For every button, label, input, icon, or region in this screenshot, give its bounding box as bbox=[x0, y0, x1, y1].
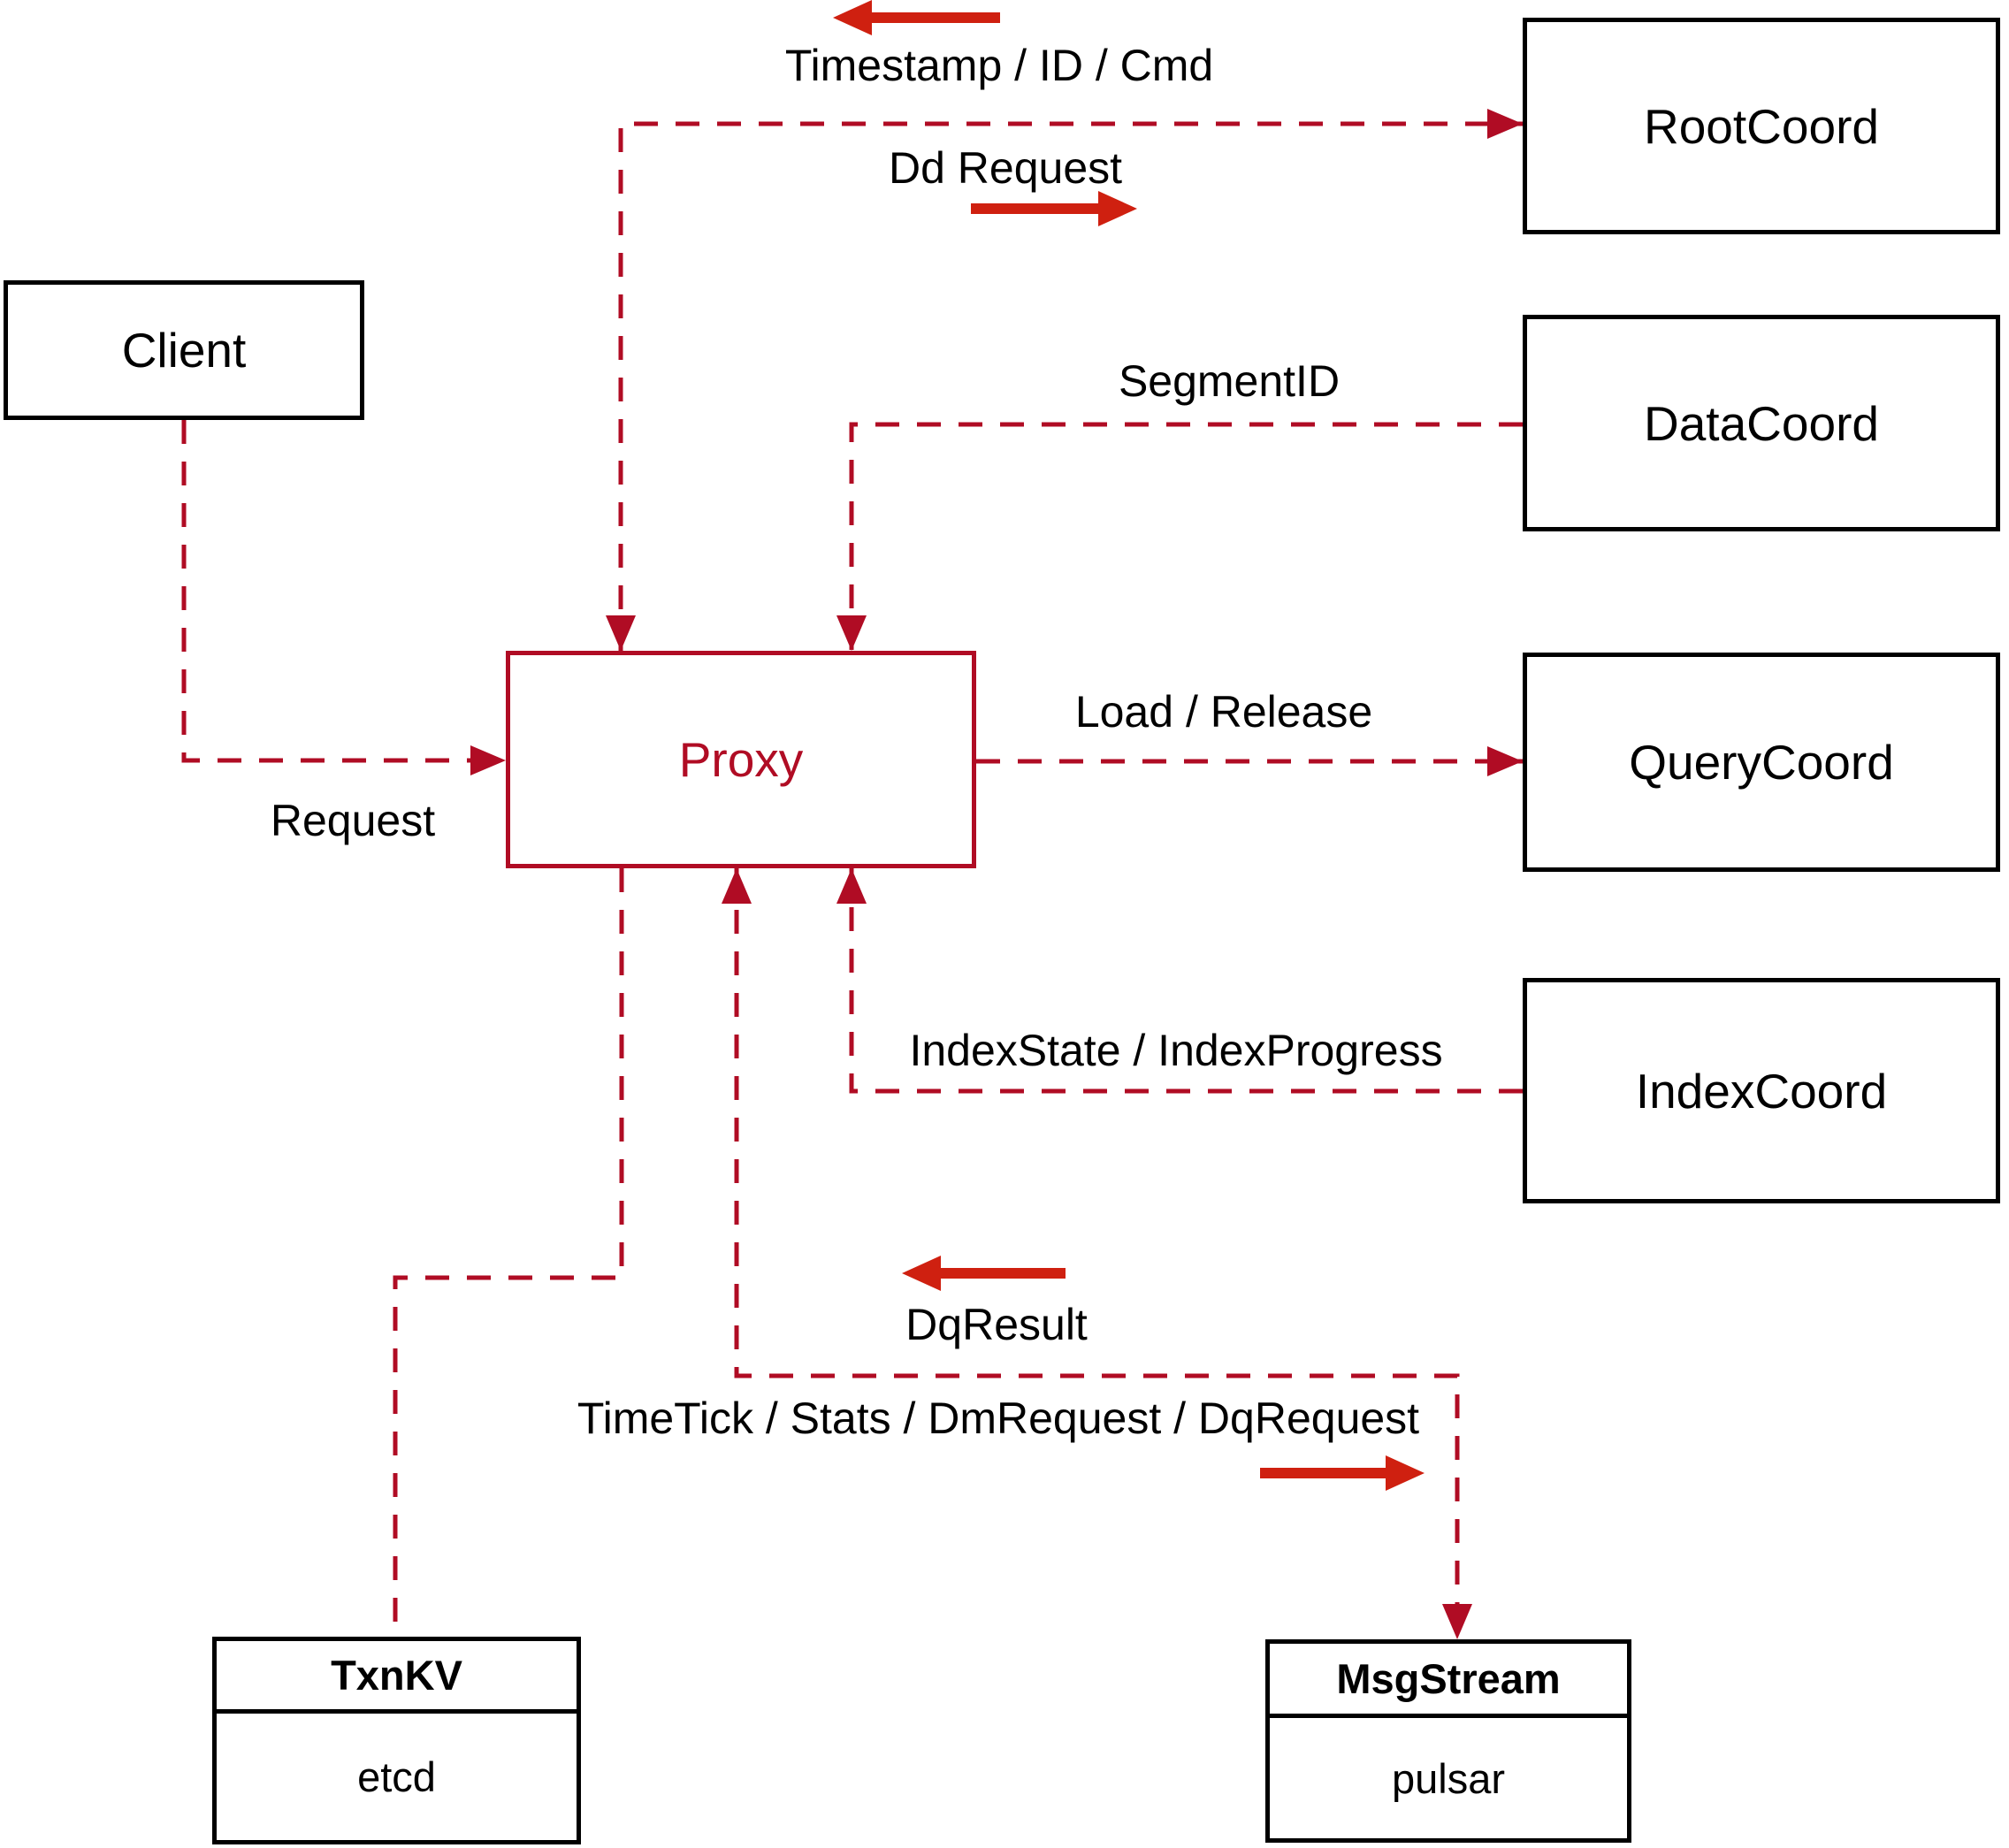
node-querycoord: QueryCoord bbox=[1523, 653, 2000, 872]
arrowhead-into-proxy-left bbox=[470, 745, 506, 775]
edge-proxy-rootcoord bbox=[618, 121, 1523, 651]
arrowhead-into-proxy-bottom-right bbox=[836, 868, 867, 904]
edge-client-proxy bbox=[181, 420, 506, 763]
node-indexcoord: IndexCoord bbox=[1523, 978, 2000, 1203]
direction-arrow-msgstream-to-proxy bbox=[902, 1256, 1066, 1291]
label-timestamp-id-cmd: Timestamp / ID / Cmd bbox=[784, 41, 1214, 90]
label-time-tick-stats: TimeTick / Stats / DmRequest / DqRequest bbox=[577, 1394, 1420, 1443]
edge-proxy-txnkv bbox=[393, 868, 624, 1637]
arrowhead-into-querycoord bbox=[1487, 746, 1523, 776]
txnkv-subtitle: etcd bbox=[357, 1753, 436, 1800]
label-load-release: Load / Release bbox=[1074, 687, 1373, 737]
txnkv-title: TxnKV bbox=[217, 1641, 577, 1714]
node-rootcoord: RootCoord bbox=[1523, 18, 2000, 234]
node-proxy: Proxy bbox=[506, 651, 976, 868]
label-request: Request bbox=[270, 796, 436, 845]
arrowhead-into-proxy-bottom-mid bbox=[722, 868, 752, 904]
edge-proxy-msgstream bbox=[734, 868, 1460, 1639]
arrowhead-into-proxy-top-left bbox=[606, 615, 636, 651]
node-client: Client bbox=[4, 280, 364, 420]
direction-arrow-rootcoord-to-proxy bbox=[833, 0, 1000, 35]
direction-arrow-proxy-to-msgstream bbox=[1260, 1455, 1425, 1491]
direction-arrow-proxy-to-rootcoord bbox=[971, 191, 1137, 226]
label-segment-id: SegmentID bbox=[1118, 356, 1341, 406]
edge-datacoord-proxy bbox=[849, 422, 1523, 651]
arrowhead-into-msgstream bbox=[1442, 1604, 1472, 1639]
label-dd-request: Dd Request bbox=[888, 143, 1123, 193]
msgstream-subtitle: pulsar bbox=[1391, 1754, 1505, 1802]
arrowhead-into-rootcoord bbox=[1487, 109, 1523, 139]
label-dq-result: DqResult bbox=[905, 1300, 1088, 1349]
msgstream-title: MsgStream bbox=[1270, 1644, 1627, 1718]
node-msgstream: MsgStream pulsar bbox=[1265, 1639, 1631, 1843]
arrowhead-into-proxy-top-right bbox=[836, 615, 867, 651]
node-datacoord: DataCoord bbox=[1523, 315, 2000, 531]
label-index-state-progress: IndexState / IndexProgress bbox=[909, 1026, 1443, 1075]
edge-indexcoord-proxy bbox=[849, 868, 1523, 1094]
node-txnkv: TxnKV etcd bbox=[212, 1637, 581, 1844]
